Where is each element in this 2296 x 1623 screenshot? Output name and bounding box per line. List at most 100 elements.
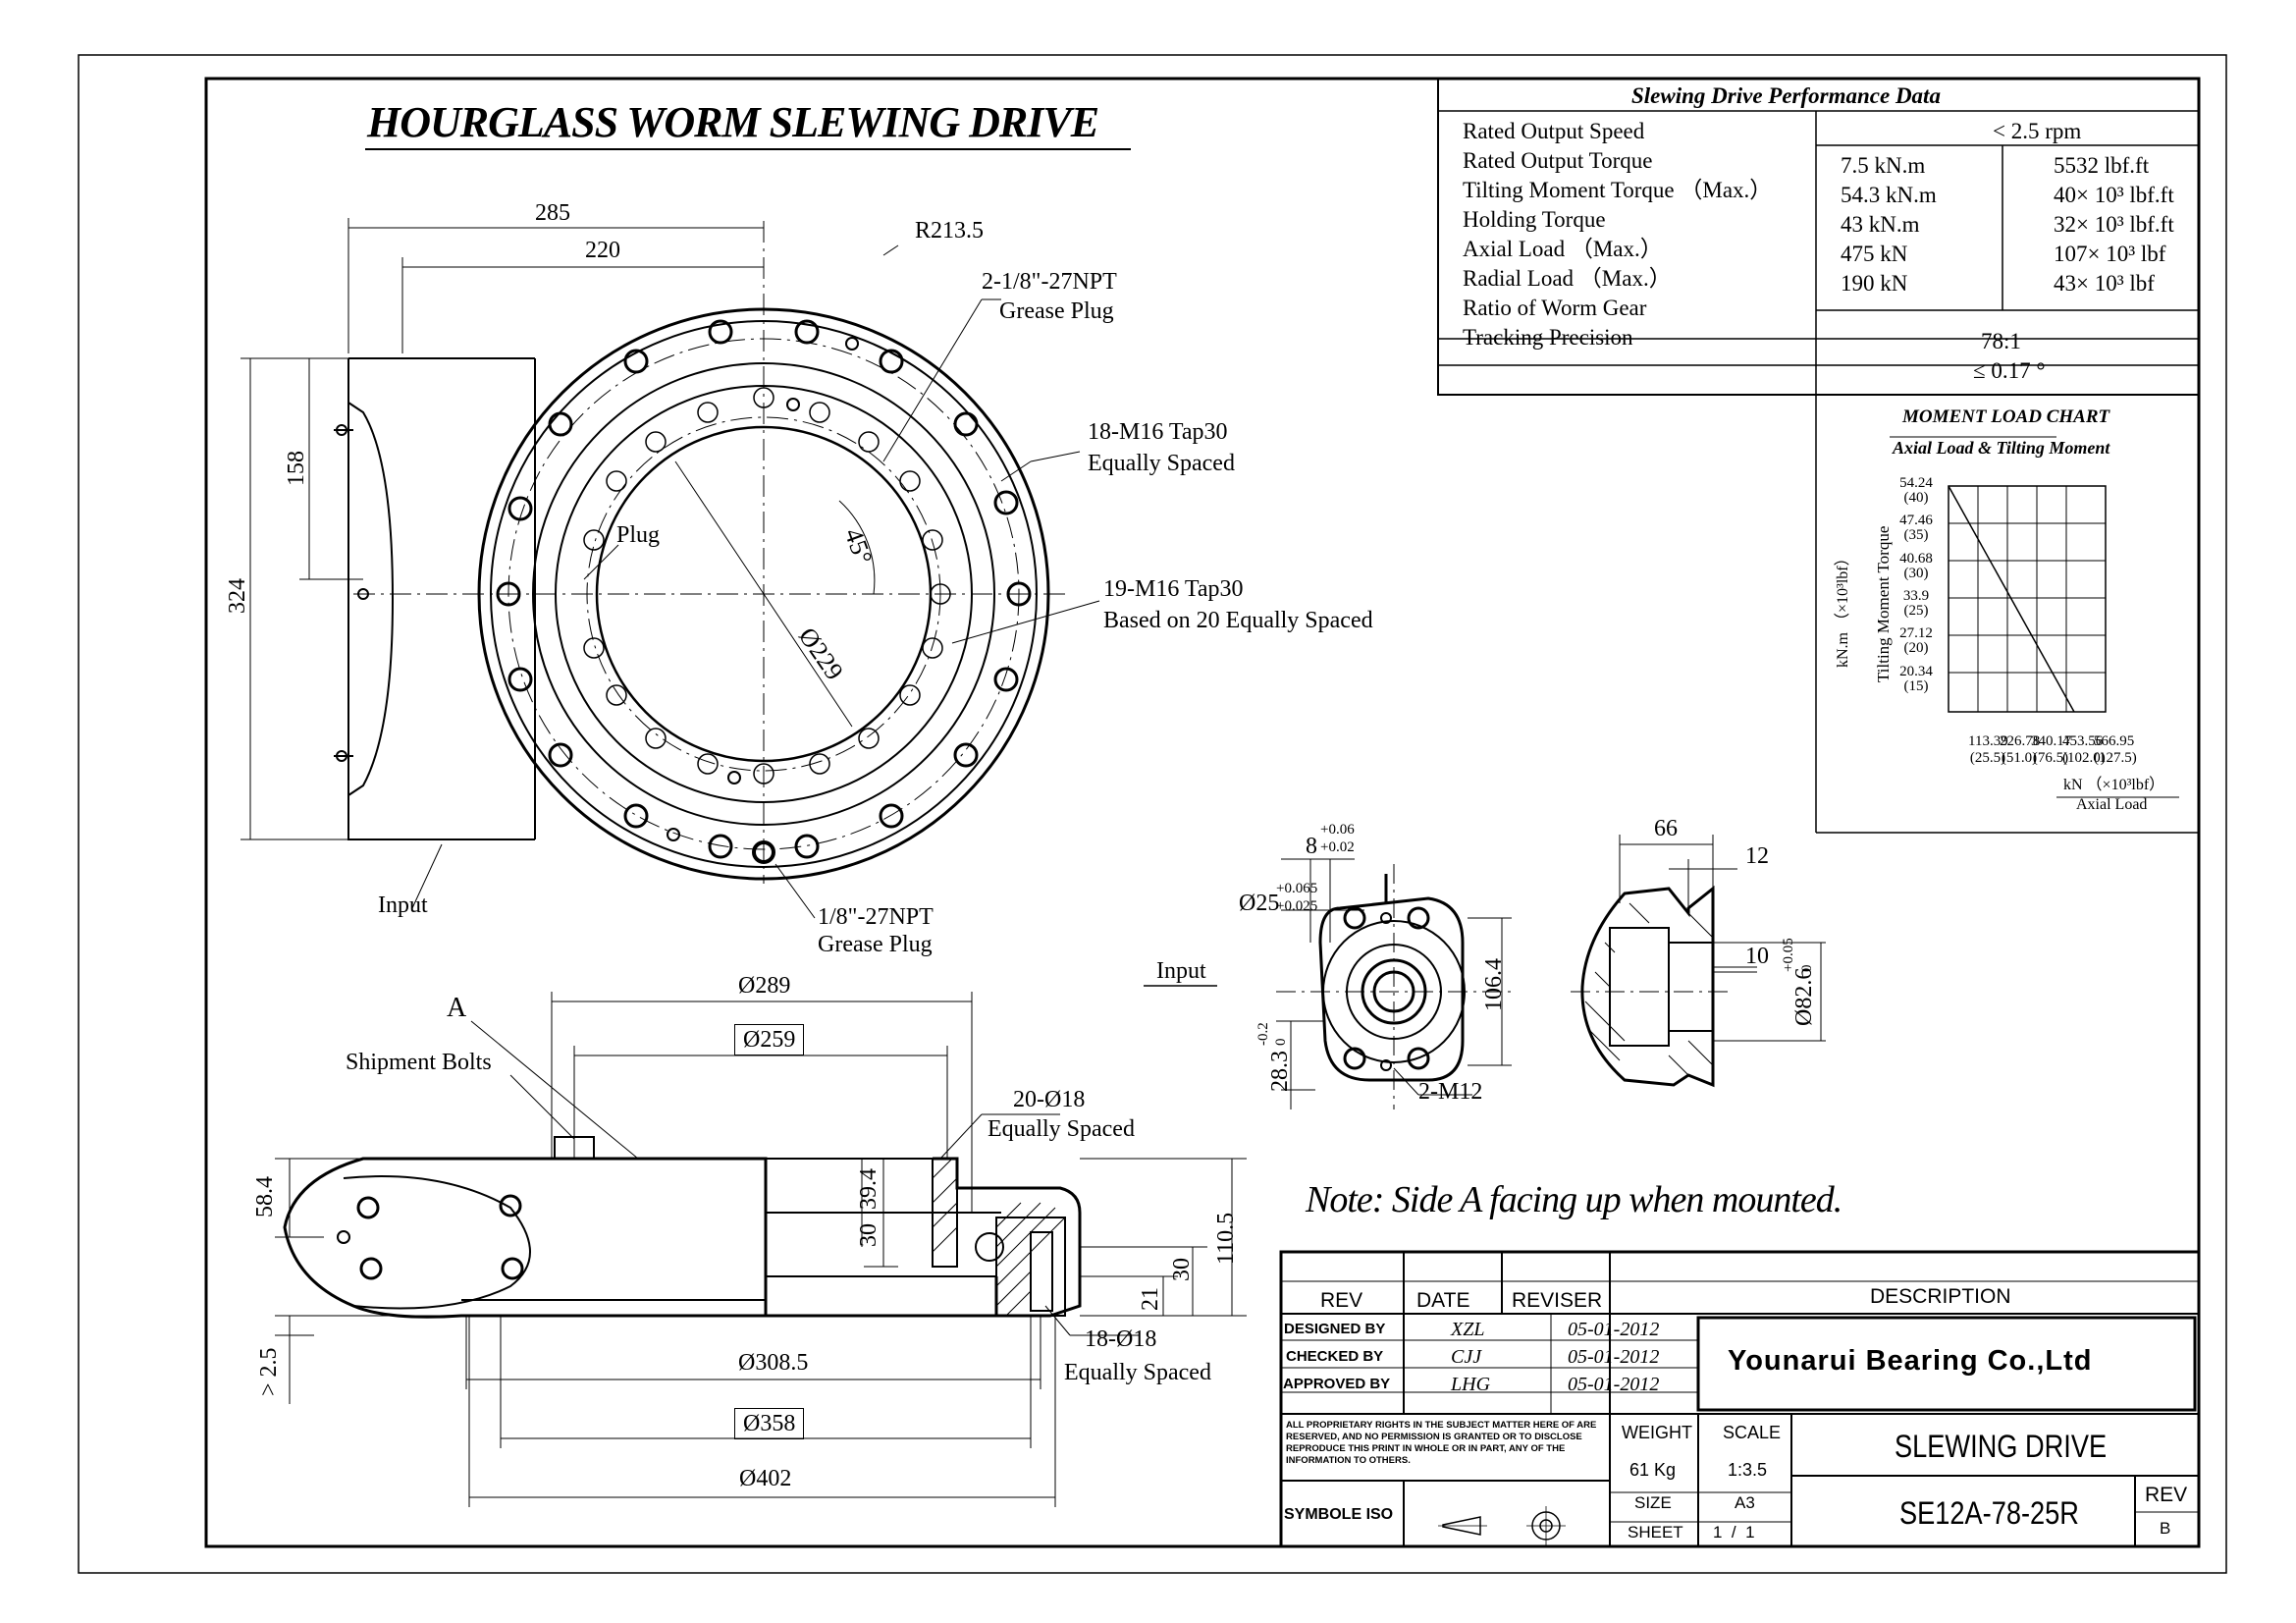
dim-30b: 30 — [1169, 1258, 1195, 1281]
tapped-holes-19: 19-M16 Tap30 — [1103, 576, 1244, 602]
company-name: Younarui Bearing Co.,Ltd — [1728, 1345, 2093, 1377]
grease-plug-bottom-code: 1/8"-27NPT — [818, 904, 934, 930]
shaft-tol-bot: +0.025 — [1276, 898, 1318, 914]
perf-label: Holding Torque — [1463, 207, 1606, 232]
tb-description-header: DESCRIPTION — [1870, 1285, 2011, 1308]
perf-value: 475 kN — [1841, 242, 1908, 266]
tb-size-header: SIZE — [1634, 1493, 1672, 1512]
shipment-bolts-label: Shipment Bolts — [346, 1050, 492, 1075]
input-flange-view — [1276, 858, 1512, 1109]
perf-label: Axial Load （Max.） — [1463, 237, 1663, 261]
dim-106-4: 106.4 — [1481, 958, 1507, 1011]
dim-28-3: 28.3 — [1267, 1051, 1293, 1092]
inner-tapped-holes — [583, 387, 951, 784]
tb-date-header: DATE — [1416, 1289, 1470, 1312]
performance-table-lines — [1437, 78, 2200, 834]
dia-402: Ø402 — [739, 1466, 792, 1491]
perf-value: 43× 10³ lbf — [2054, 271, 2155, 296]
input-label-top: Input — [378, 893, 428, 918]
holes-18-sub: Equally Spaced — [1064, 1360, 1211, 1385]
dim-285: 285 — [535, 200, 570, 226]
dim-324: 324 — [225, 578, 250, 614]
holes-18: 18-Ø18 — [1085, 1326, 1157, 1352]
chart-title: MOMENT LOAD CHART — [1902, 406, 2110, 427]
outer-border — [78, 54, 2227, 1574]
radius-label: R213.5 — [915, 218, 985, 243]
chart-ylabel: Tilting Moment Torque — [1874, 525, 1893, 682]
shaft-dia: Ø25 — [1239, 891, 1280, 916]
tapped-holes-18: 18-M16 Tap30 — [1088, 419, 1228, 445]
grease-plug-top-code: 2-1/8"-27NPT — [982, 269, 1117, 295]
chart-xlabel-units: kN （×10³lbf） — [2063, 777, 2165, 793]
side-a-label: A — [447, 993, 467, 1023]
tb-approved-by: APPROVED BY — [1283, 1376, 1391, 1392]
perf-value: 7.5 kN.m — [1841, 153, 1926, 178]
tapped-holes-19-sub: Based on 20 Equally Spaced — [1103, 608, 1373, 633]
moment-chart-frame — [1890, 436, 2179, 798]
drawing-title: HOURGLASS WORM SLEWING DRIVE — [367, 98, 1099, 146]
input-label-side: Input — [1156, 958, 1206, 984]
key-width: 8 — [1306, 834, 1317, 859]
chart-y-tick: 47.46(35) — [1899, 513, 1933, 544]
performance-title: Slewing Drive Performance Data — [1631, 83, 1941, 108]
dim-10: 10 — [1745, 944, 1769, 969]
m12-label: 2-M12 — [1418, 1079, 1483, 1105]
tb-checked-date: 05-01-2012 — [1568, 1346, 1660, 1368]
perf-value: 40× 10³ lbf.ft — [2054, 183, 2174, 207]
chart-y-tick: 40.68(30) — [1899, 550, 1933, 581]
chart-y-tick: 27.12(20) — [1899, 625, 1933, 657]
dim-39-4: 39.4 — [856, 1168, 881, 1210]
perf-value: 78:1 — [1981, 329, 2021, 353]
grease-plug-bottom-label: Grease Plug — [818, 932, 933, 957]
chart-y-tick: 20.34(15) — [1899, 663, 1933, 694]
perf-value: < 2.5 rpm — [1993, 119, 2082, 143]
tapped-holes-18-sub: Equally Spaced — [1088, 451, 1235, 476]
holes-20: 20-Ø18 — [1013, 1087, 1086, 1112]
chart-x-tick: 113.39(25.5) — [1968, 733, 2008, 766]
tb-designed-by: DESIGNED BY — [1284, 1321, 1386, 1337]
tb-part-number: SE12A-78-25R — [1899, 1495, 2079, 1531]
chart-series-line — [1948, 485, 2075, 713]
dia-82-6-tol-bot: 0 — [1799, 964, 1815, 973]
dim-66: 66 — [1654, 816, 1678, 841]
tb-checked-name: CJJ — [1451, 1346, 1482, 1368]
tb-approved-name: LHG — [1451, 1374, 1491, 1395]
perf-value: 32× 10³ lbf.ft — [2054, 212, 2174, 237]
shaft-tol-top: +0.065 — [1276, 881, 1318, 896]
perf-value: 54.3 kN.m — [1841, 183, 1937, 207]
chart-y-tick: 33.9(25) — [1902, 588, 1930, 619]
perf-value: 43 kN.m — [1841, 212, 1920, 237]
dia-289: Ø289 — [738, 973, 791, 999]
tb-scale: 1:3.5 — [1728, 1460, 1768, 1480]
chart-x-tick: 340.17(76.5) — [2031, 733, 2072, 766]
perf-label: Tilting Moment Torque （Max.） — [1463, 178, 1773, 202]
worm-section-view — [1571, 835, 1826, 1088]
grease-plug-top-label: Grease Plug — [999, 298, 1114, 324]
tb-checked-by: CHECKED BY — [1286, 1348, 1384, 1365]
dia-259: Ø259 — [734, 1024, 805, 1055]
tb-size: A3 — [1735, 1493, 1755, 1512]
rights-notice: ALL PROPRIETARY RIGHTS IN THE SUBJECT MA… — [1286, 1420, 1597, 1466]
tb-sheet: 1 / 1 — [1713, 1523, 1755, 1542]
iso-projection-symbol — [1438, 1506, 1566, 1545]
top-view — [240, 218, 1100, 919]
tb-scale-header: SCALE — [1723, 1423, 1782, 1442]
inner-border — [204, 77, 2201, 1548]
dim-30a: 30 — [856, 1223, 881, 1247]
tb-designed-name: XZL — [1451, 1319, 1485, 1340]
tb-symbol-iso: SYMBOLE ISO — [1284, 1506, 1394, 1523]
plug-label: Plug — [616, 522, 661, 548]
dia-358: Ø358 — [734, 1408, 805, 1439]
dim-58-4: 58.4 — [252, 1176, 278, 1217]
dim-220: 220 — [585, 238, 620, 263]
perf-label: Rated Output Speed — [1463, 119, 1645, 143]
perf-value: 107× 10³ lbf — [2054, 242, 2166, 266]
outer-bolt-holes — [496, 319, 1032, 859]
tb-rev-header: REV — [1320, 1289, 1363, 1312]
dim-158: 158 — [284, 451, 309, 486]
tb-sheet-header: SHEET — [1628, 1523, 1683, 1542]
holes-20-sub: Equally Spaced — [988, 1116, 1135, 1142]
dia-308-5: Ø308.5 — [738, 1350, 809, 1376]
chart-xlabel: Axial Load — [2076, 796, 2148, 813]
